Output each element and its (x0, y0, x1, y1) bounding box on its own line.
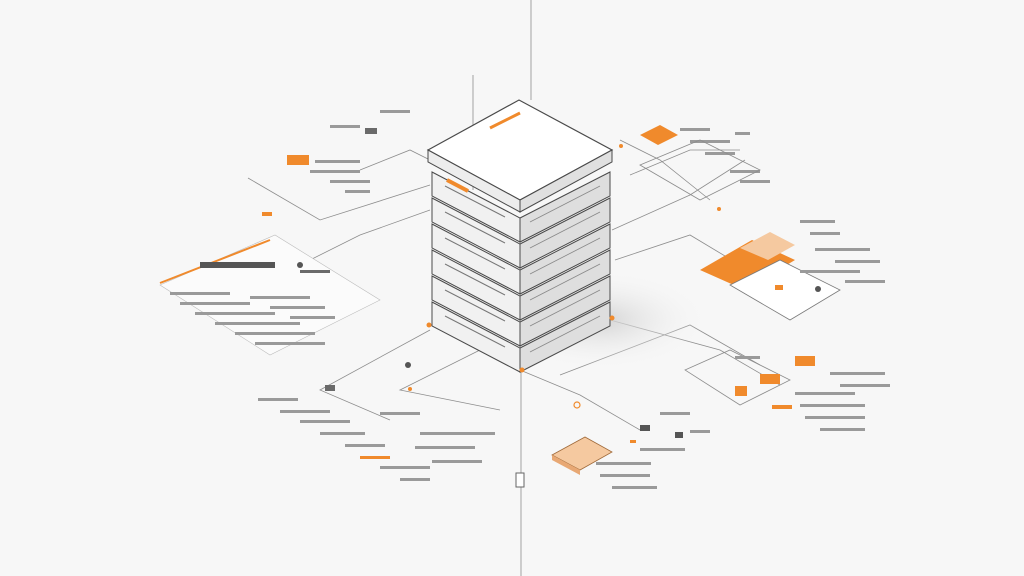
panel-right-middle (700, 220, 885, 321)
server-unit (431, 275, 611, 347)
server-unit (431, 171, 611, 243)
server-unit (431, 301, 611, 373)
panel-right-bottom (684, 349, 890, 431)
server-unit (431, 223, 611, 295)
server-unit (431, 197, 611, 269)
server-unit (431, 249, 611, 321)
connection-nodes (297, 144, 721, 409)
panel-left-top (262, 110, 410, 216)
rack-lid (426, 99, 614, 213)
panel-right-top (639, 125, 770, 201)
panel-left-bottom (258, 385, 495, 481)
panel-left-middle (159, 234, 381, 356)
panel-bottom-center (551, 412, 710, 489)
server-rack-stack (431, 171, 611, 373)
